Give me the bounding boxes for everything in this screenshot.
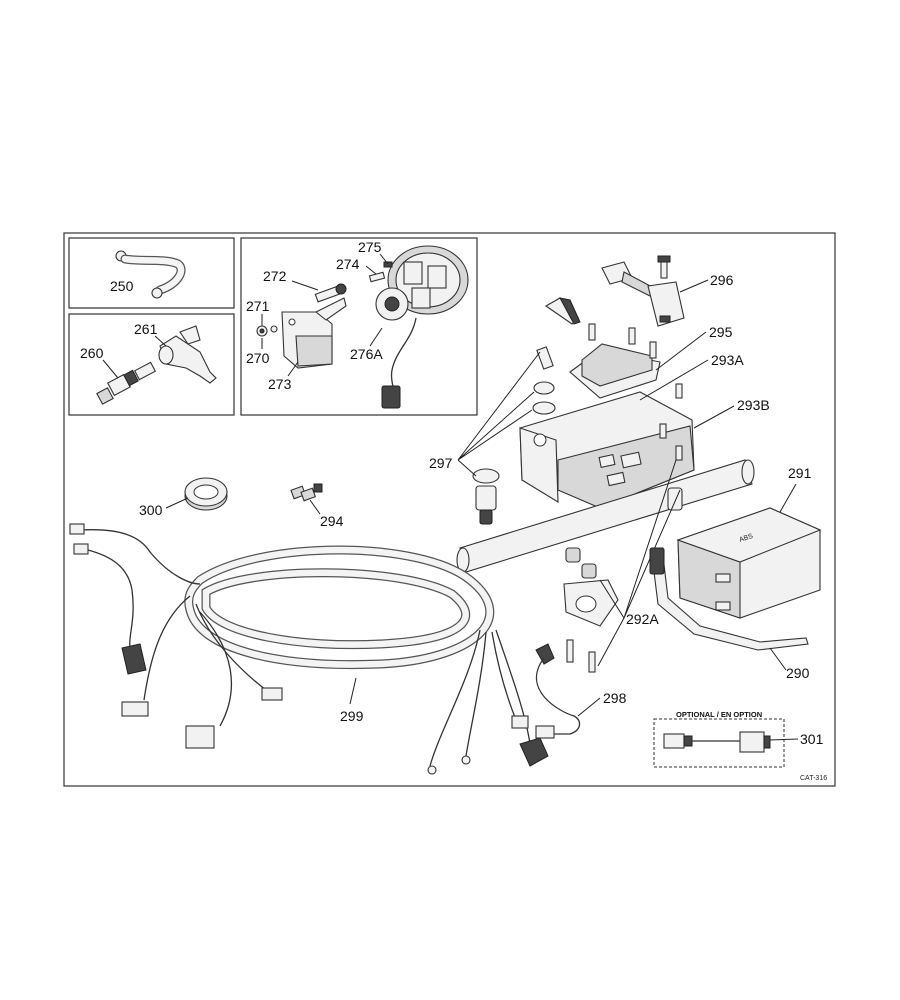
label-298: 298 xyxy=(603,690,627,706)
label-250: 250 xyxy=(110,278,134,294)
optional-connector-drawing xyxy=(663,731,771,753)
washer-nut-drawing xyxy=(256,325,278,337)
regulator-drawing xyxy=(569,323,661,399)
inset-box-spark-plug xyxy=(68,313,235,416)
label-290: 290 xyxy=(786,665,810,681)
label-272: 272 xyxy=(263,268,287,284)
ignition-coil-drawing xyxy=(281,297,347,369)
label-301: 301 xyxy=(800,731,824,747)
label-296: 296 xyxy=(710,272,734,288)
ground-cable-drawing xyxy=(115,250,186,299)
battery-drawing: ABS xyxy=(676,507,822,619)
coil-bolt-drawing xyxy=(314,283,347,303)
relay-connector-drawing xyxy=(601,255,685,327)
label-300: 300 xyxy=(139,502,163,518)
label-270: 270 xyxy=(246,350,270,366)
label-295: 295 xyxy=(709,324,733,340)
mounting-bracket-drawing xyxy=(519,383,695,509)
battery-strap-drawing xyxy=(649,546,809,651)
wiring-harness-drawing xyxy=(69,523,549,775)
label-276A: 276A xyxy=(350,346,383,362)
label-294: 294 xyxy=(320,513,344,529)
label-297: 297 xyxy=(429,455,453,471)
label-293B: 293B xyxy=(737,397,770,413)
stator-drawing xyxy=(375,245,469,409)
tape-roll-drawing xyxy=(184,477,228,511)
screw-drawing xyxy=(368,261,393,283)
label-291: 291 xyxy=(788,465,812,481)
battery-mark: ABS xyxy=(738,533,754,544)
inset-box-ground-cable xyxy=(68,237,235,309)
label-299: 299 xyxy=(340,708,364,724)
optional-box xyxy=(653,718,785,768)
catalog-code: CAT-316 xyxy=(800,775,827,782)
inset-box-ignition xyxy=(240,237,478,416)
label-260: 260 xyxy=(80,345,104,361)
label-275: 275 xyxy=(358,239,382,255)
label-293A: 293A xyxy=(711,352,744,368)
spark-plug-drawing xyxy=(96,361,157,405)
label-261: 261 xyxy=(134,321,158,337)
outer-frame xyxy=(63,232,836,787)
optional-caption: OPTIONAL / EN OPTION xyxy=(676,710,762,719)
label-271: 271 xyxy=(246,298,270,314)
wire-lead-drawing xyxy=(535,643,581,739)
label-274: 274 xyxy=(336,256,360,272)
label-292A: 292A xyxy=(626,611,659,627)
key-switch-drawing xyxy=(472,297,581,525)
tube-clamp-drawing xyxy=(563,487,683,673)
spark-plug-boot-drawing xyxy=(158,325,217,384)
fuse-drawing xyxy=(290,483,323,502)
label-273: 273 xyxy=(268,376,292,392)
